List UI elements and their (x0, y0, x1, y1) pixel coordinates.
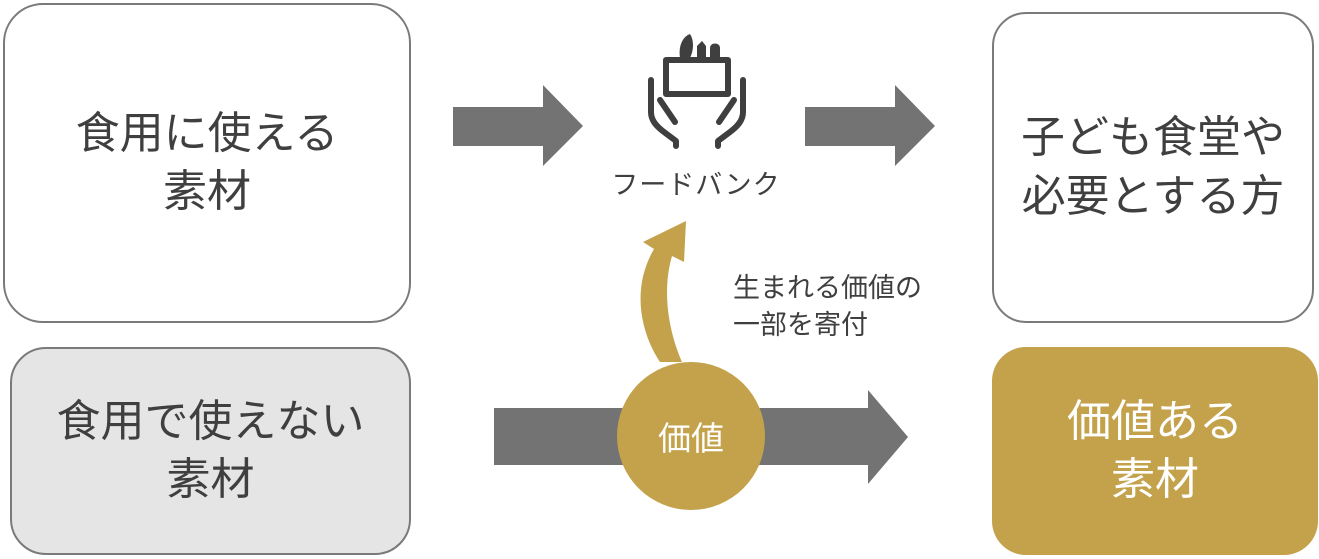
inedible-material-line2: 素材 (166, 454, 255, 505)
curved-arrow-value-to-foodbank (640, 221, 686, 362)
value-circle: 価値 (617, 362, 765, 510)
arrow-edible-to-foodbank (453, 85, 583, 166)
value-circle-label: 価値 (658, 419, 724, 458)
arrow-foodbank-to-recipients (805, 85, 935, 166)
valuable-material-box: 価値ある 素材 (992, 347, 1318, 555)
foodbank-label: フードバンク (611, 170, 781, 201)
recipients-line2: 必要とする方 (1021, 170, 1285, 222)
inedible-material-line1: 食用で使えない (56, 395, 365, 447)
valuable-material-line2: 素材 (1111, 454, 1199, 505)
valuable-material-line1: 価値ある (1067, 395, 1243, 447)
recipients-box: 子ども食堂や 必要とする方 (992, 12, 1314, 323)
edible-material-line1: 食用に使える (75, 107, 339, 159)
donation-note-line1: 生まれる価値の (733, 273, 922, 304)
edible-material-box: 食用に使える 素材 (3, 3, 411, 323)
recipients-line1: 子ども食堂や (1021, 112, 1285, 164)
edible-material-line2: 素材 (163, 166, 251, 217)
inedible-material-box: 食用で使えない 素材 (10, 347, 411, 555)
donation-note-line2: 一部を寄付 (733, 310, 868, 342)
food-donation-hands-icon (648, 34, 746, 149)
donation-note: 生まれる価値の 一部を寄付 (733, 270, 922, 345)
